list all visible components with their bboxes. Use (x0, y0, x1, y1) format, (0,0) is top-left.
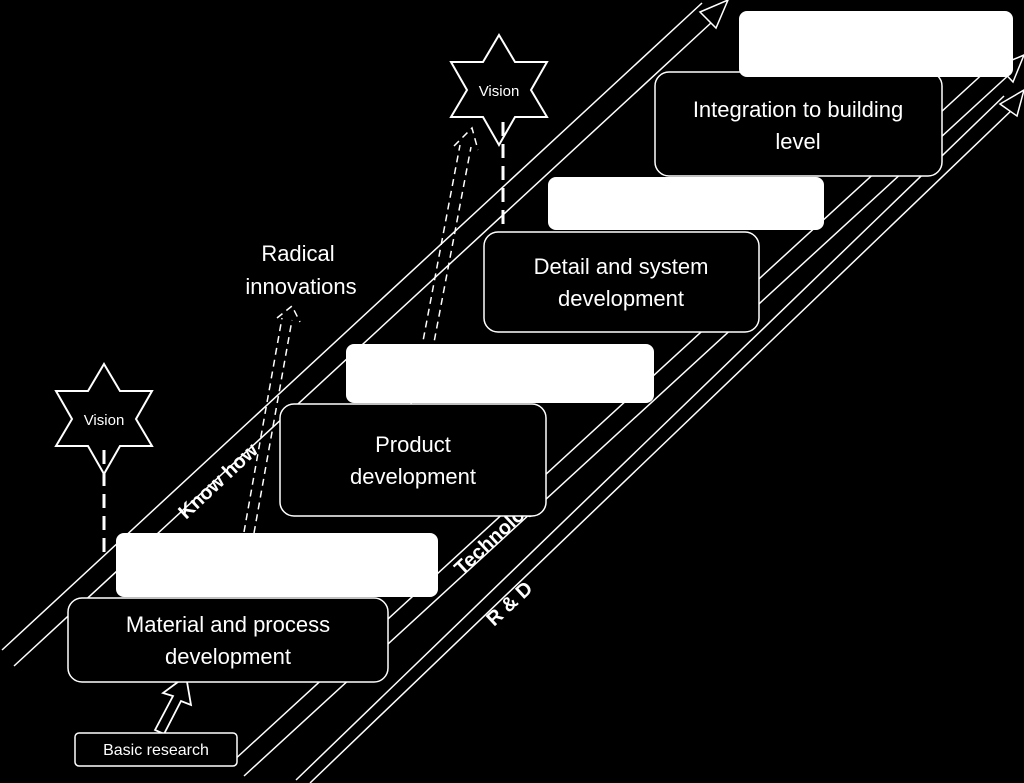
stage-product-line2: development (350, 464, 476, 489)
vision-label-left: Vision (84, 412, 125, 429)
basic-research-box: Basic research (74, 732, 238, 767)
vision-label-upper: Vision (479, 83, 520, 100)
stage-detail-system: Detail and system development (483, 177, 824, 333)
stage-material-line1: Material and process (126, 612, 330, 637)
stage-integration: Integration to building level (654, 11, 1013, 177)
stage-detail-line2: development (558, 286, 684, 311)
basic-research-label: Basic research (103, 742, 209, 759)
vision-star-upper: Vision (449, 33, 549, 148)
stage-product: Product development (279, 344, 654, 517)
stage-product-line1: Product (375, 432, 451, 457)
radical-innovations-line1: Radical (261, 241, 334, 266)
stage-product-header-bar (346, 344, 654, 403)
radical-innovations-line2: innovations (245, 274, 356, 299)
stage-material-line2: development (165, 644, 291, 669)
radical-innovation-arrow-right (409, 126, 479, 412)
rd-band (295, 89, 1024, 783)
stage-detail-header-bar (548, 177, 824, 230)
stage-integration-header-bar (739, 11, 1013, 77)
stage-detail-line1: Detail and system (534, 254, 709, 279)
stage-integration-line2: level (775, 129, 820, 154)
stage-material-process: Material and process development (67, 533, 438, 683)
basic-research-arrow (153, 674, 193, 736)
radical-innovation-arrow-left (243, 304, 301, 534)
stage-integration-line1: Integration to building (693, 97, 903, 122)
stage-material-header-bar (116, 533, 438, 597)
